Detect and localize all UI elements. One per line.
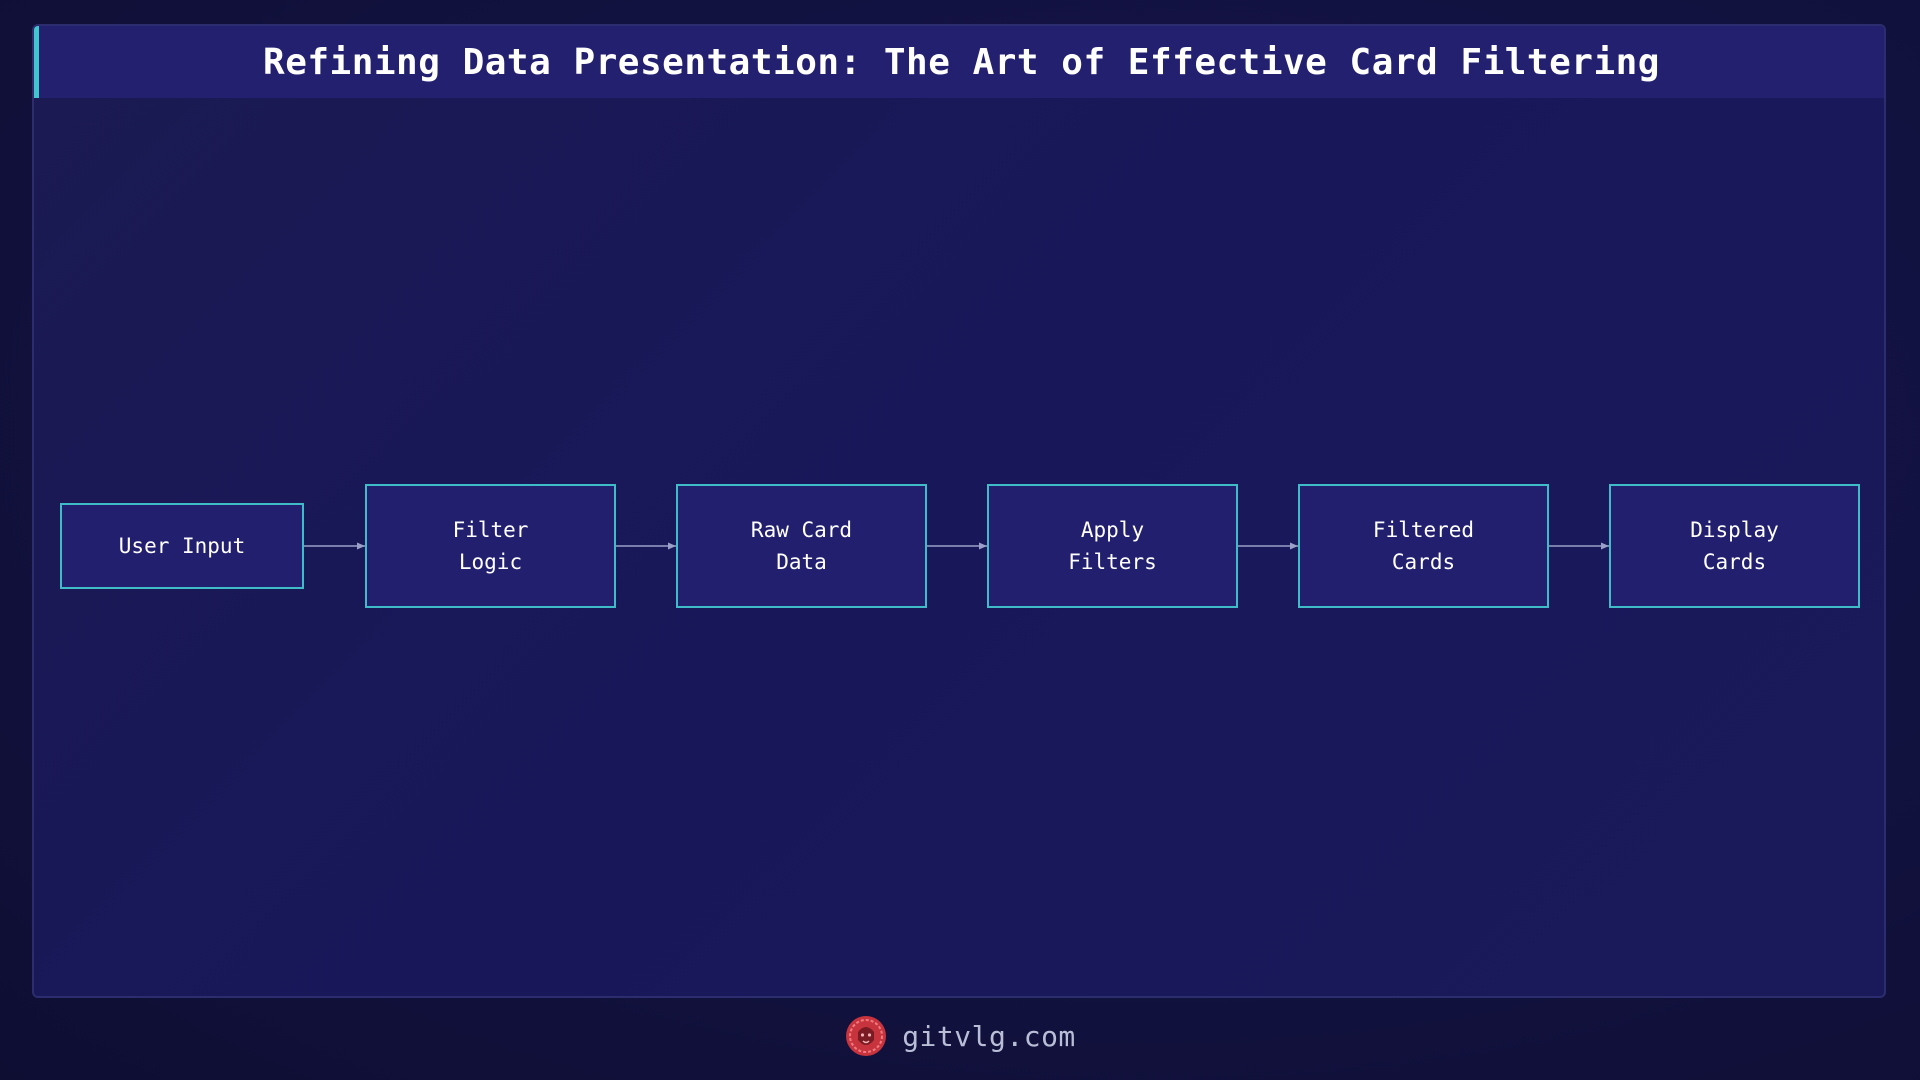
node-filtered-cards: Filtered Cards (1298, 484, 1549, 608)
page-title: Refining Data Presentation: The Art of E… (263, 41, 1660, 83)
footer-site-link[interactable]: gitvlg.com (902, 1019, 1076, 1053)
diagram-panel: Refining Data Presentation: The Art of E… (32, 24, 1886, 998)
node-apply-filters: Apply Filters (987, 484, 1238, 608)
node-display-cards: Display Cards (1609, 484, 1860, 608)
node-raw-card-data: Raw Card Data (676, 484, 927, 608)
node-user-input: User Input (60, 503, 304, 589)
node-filter-logic: Filter Logic (365, 484, 616, 608)
lion-logo-icon (846, 1016, 887, 1056)
title-bar: Refining Data Presentation: The Art of E… (34, 26, 1884, 98)
footer: gitvlg.com (0, 1012, 1920, 1060)
